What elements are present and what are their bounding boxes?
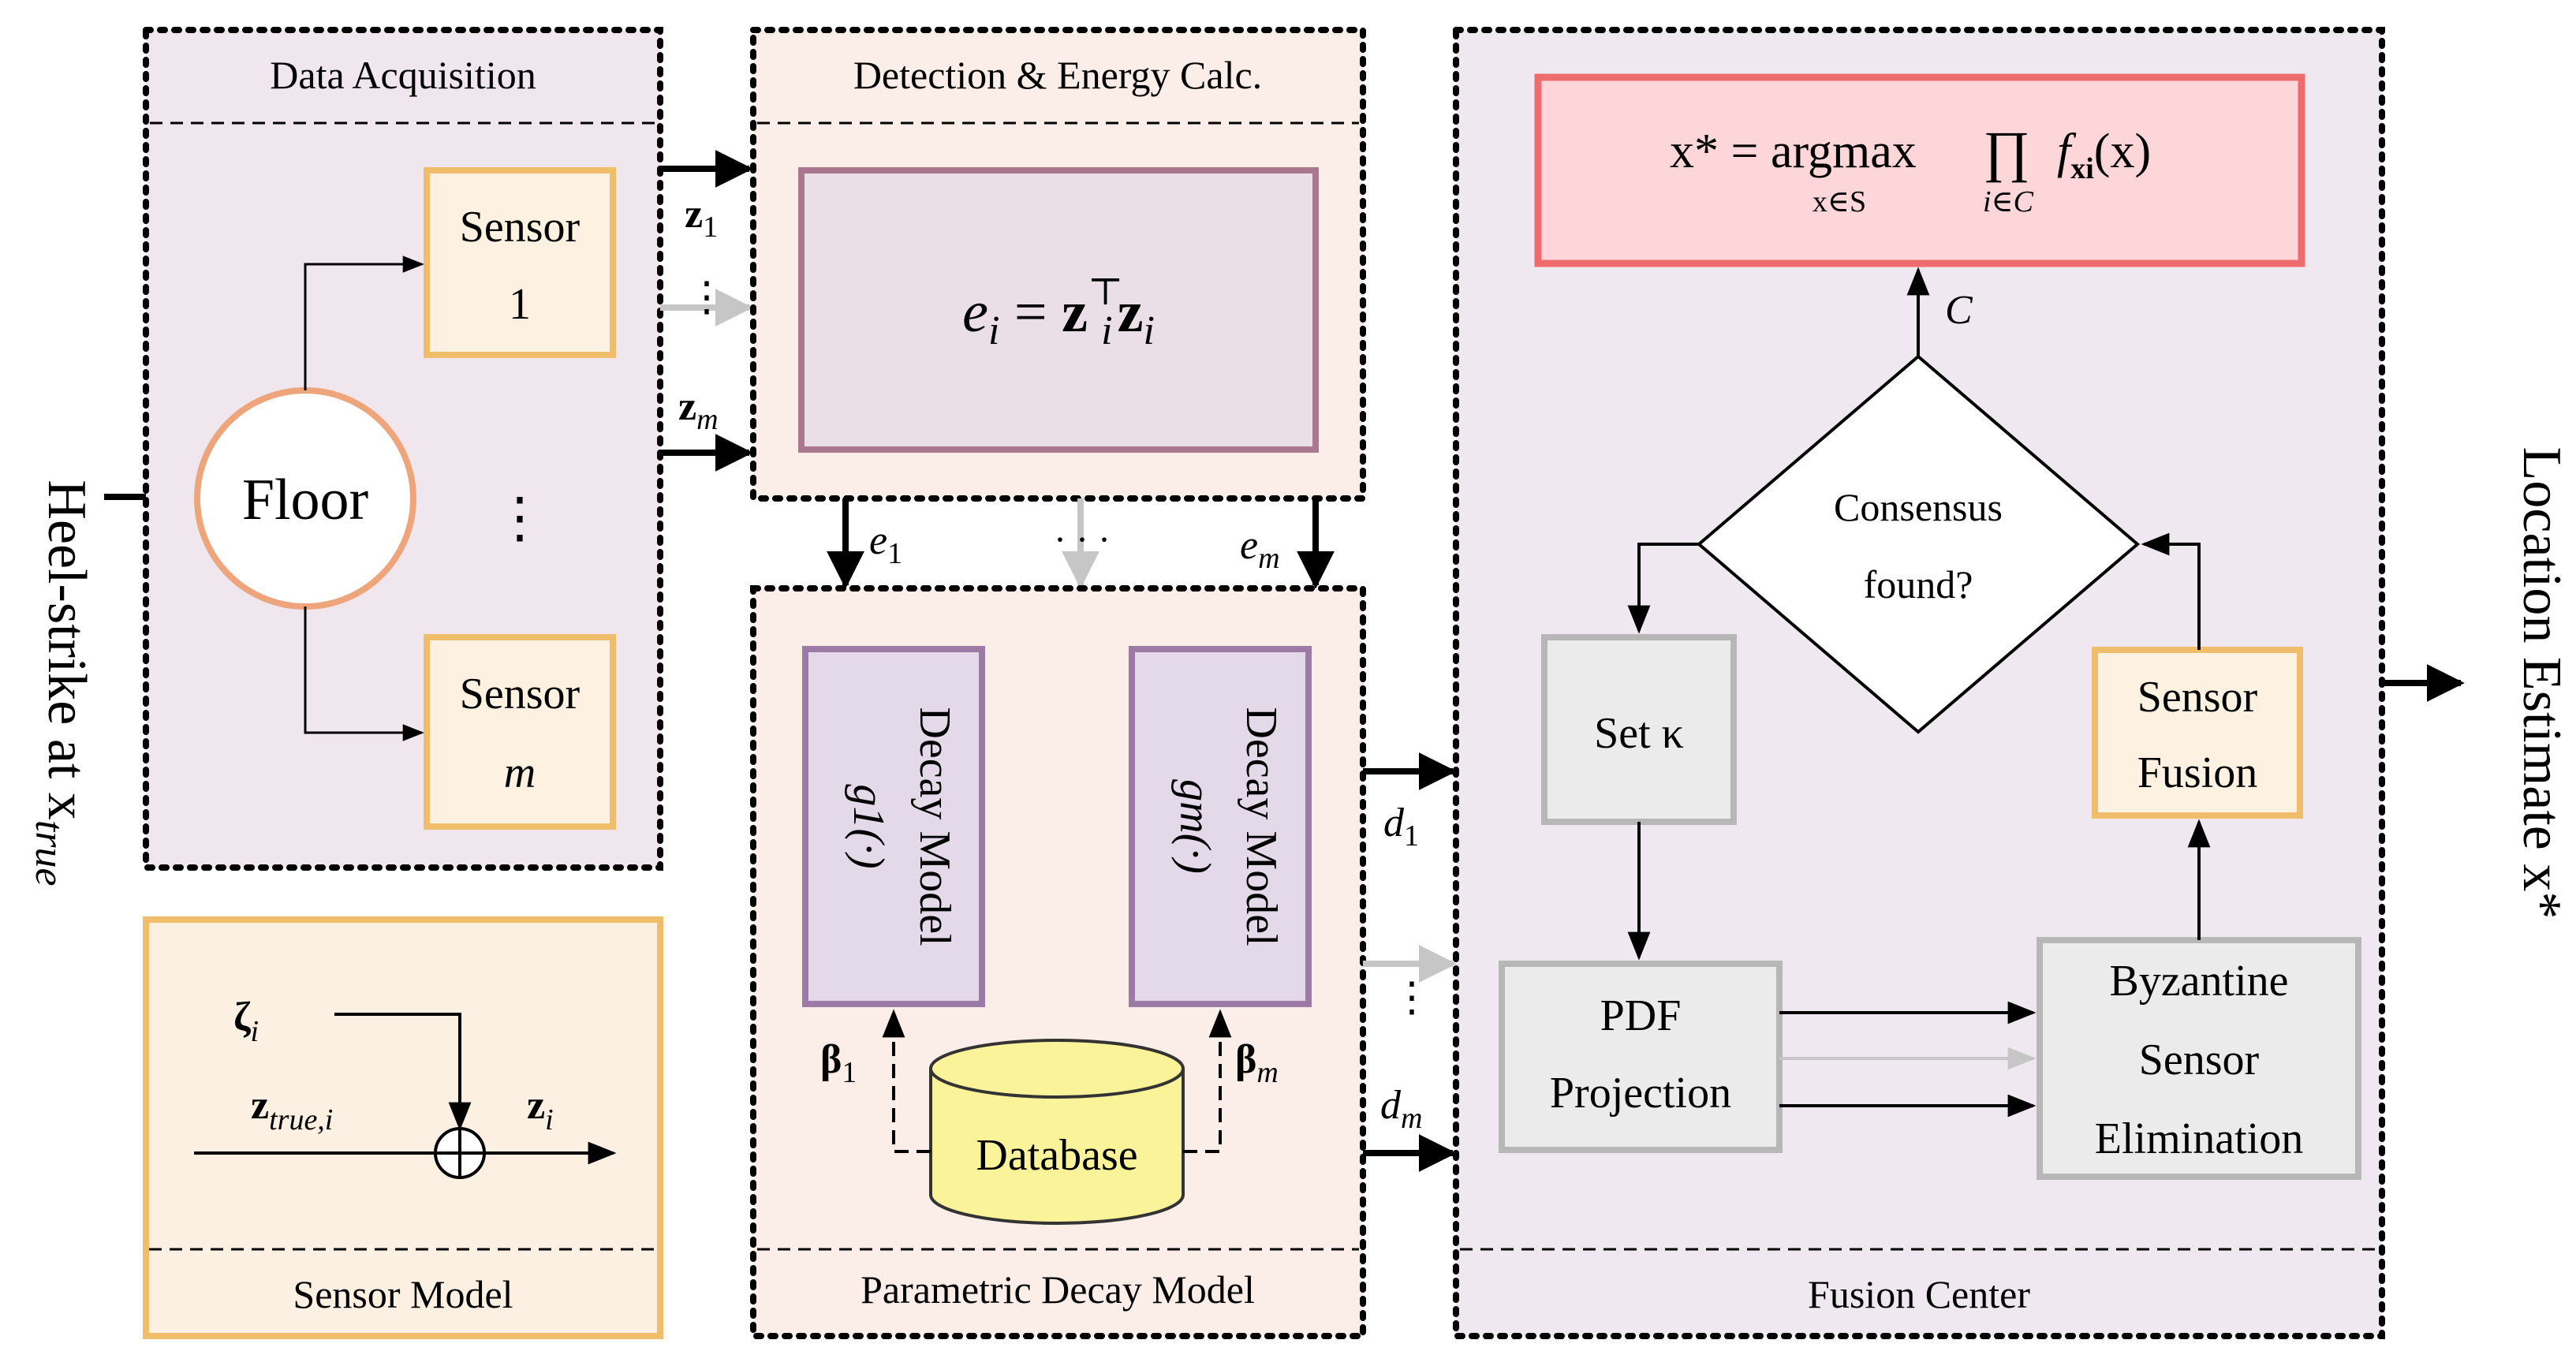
set-kappa-label: Set κ bbox=[1594, 709, 1684, 758]
sensor-fusion-line1: Sensor bbox=[2137, 673, 2258, 722]
beta-1-label: β1 bbox=[820, 1037, 857, 1089]
argmax-under: x∈S bbox=[1813, 185, 1866, 218]
byzantine-block bbox=[2037, 937, 2361, 1180]
argmax-lhs: x* = argmax bbox=[1670, 125, 1917, 178]
consensus-label-line2: found? bbox=[1864, 562, 1973, 606]
dm-label: dm bbox=[1380, 1083, 1422, 1135]
decay-model-m-func: gm(·) bbox=[1170, 779, 1219, 874]
argmax-block bbox=[1534, 73, 2305, 267]
decay-model-m-text: Decay Model gm(·) bbox=[1170, 707, 1286, 946]
data-acquisition-panel: Data Acquisition Floor Sensor 1 Sensor m… bbox=[143, 27, 663, 871]
argmax-prod-under: i∈C bbox=[1983, 185, 2034, 218]
fusion-title: Fusion Center bbox=[1808, 1272, 2030, 1316]
z-true-label: ztrue,i bbox=[251, 1083, 333, 1136]
z-i-label: zi bbox=[527, 1083, 554, 1136]
decay-model-1-block bbox=[802, 646, 985, 1007]
floor-to-sensor-1-arrow bbox=[304, 256, 424, 390]
z1-label: z1 bbox=[685, 192, 718, 244]
consensus-diamond bbox=[1696, 354, 2141, 734]
byzantine-line3: Elimination bbox=[2095, 1114, 2303, 1163]
e1-label: e1 bbox=[869, 518, 902, 570]
floor-to-sensor-m-arrow bbox=[304, 606, 424, 741]
data-acquisition-title: Data Acquisition bbox=[270, 53, 536, 97]
decay-title: Parametric Decay Model bbox=[861, 1267, 1255, 1312]
beta-1-arrow bbox=[882, 1009, 931, 1153]
detection-panel: Detection & Energy Calc. ei = z⊤izi bbox=[750, 27, 1366, 502]
em-label: em bbox=[1240, 523, 1280, 575]
sensor-ellipsis: ⋮ bbox=[492, 488, 547, 549]
input-side-label: Heel-strike at xtrue bbox=[27, 480, 97, 886]
sensor-model-frame bbox=[143, 916, 663, 1339]
pdf-projection-line2: Projection bbox=[1550, 1069, 1731, 1118]
sensor-1-label: Sensor bbox=[460, 203, 581, 252]
decay-model-1-func: g1(·) bbox=[844, 784, 893, 868]
sensor-1-index: 1 bbox=[509, 280, 531, 329]
c-label: C bbox=[1945, 288, 1973, 333]
fusion-panel: Fusion Center x* = argmax x∈S ∏ i∈C fxi(… bbox=[1453, 27, 2385, 1339]
sensor-m-block bbox=[424, 634, 616, 830]
decay-model-m-label: Decay Model bbox=[1237, 707, 1286, 946]
z-dots-label: ⋮ bbox=[686, 275, 727, 320]
argmax-rhs: fxi(x) bbox=[2057, 125, 2151, 185]
output-side-label: Location Estimate x* bbox=[2511, 447, 2572, 920]
decay-model-1-label: Decay Model bbox=[910, 707, 959, 946]
database-label: Database bbox=[976, 1131, 1137, 1180]
byzantine-line1: Byzantine bbox=[2109, 957, 2288, 1006]
fusion-to-consensus-arrow bbox=[2141, 532, 2201, 650]
energy-equation: ei = z⊤izi bbox=[962, 271, 1155, 353]
argmax-prod: ∏ bbox=[1983, 120, 2029, 183]
energy-block bbox=[798, 167, 1319, 453]
decay-model-1-text: Decay Model g1(·) bbox=[844, 707, 959, 946]
d-dots-label: ⋮ bbox=[1391, 976, 1432, 1021]
zeta-label: ζi bbox=[233, 995, 259, 1048]
consensus-label-line1: Consensus bbox=[1834, 485, 2003, 529]
e-dots-label: · · · bbox=[1054, 519, 1111, 561]
d1-label: d1 bbox=[1383, 801, 1419, 853]
sensor-1-block bbox=[424, 167, 616, 358]
sensor-m-index: m bbox=[504, 748, 536, 797]
output-side-text: Location Estimate x* bbox=[2511, 447, 2572, 920]
sensor-model-title: Sensor Model bbox=[293, 1272, 513, 1316]
detection-title: Detection & Energy Calc. bbox=[853, 53, 1262, 97]
sensor-model-panel: Sensor Model ζi ztrue,i zi bbox=[143, 916, 663, 1339]
floor-label: Floor bbox=[242, 468, 368, 532]
noise-arrow bbox=[334, 1013, 472, 1131]
zm-label: zm bbox=[678, 384, 719, 436]
beta-m-arrow bbox=[1183, 1009, 1232, 1153]
sensor-fusion-line2: Fusion bbox=[2137, 748, 2258, 797]
sensor-m-label: Sensor bbox=[460, 670, 581, 718]
byzantine-line2: Sensor bbox=[2139, 1036, 2260, 1084]
database-cylinder bbox=[929, 1039, 1185, 1225]
input-side-text: Heel-strike at xtrue bbox=[27, 480, 97, 886]
decay-model-m-block bbox=[1129, 646, 1312, 1007]
beta-m-label: βm bbox=[1235, 1037, 1279, 1089]
decay-panel: Parametric Decay Model Decay Model g1(·)… bbox=[750, 585, 1366, 1339]
pdf-projection-line1: PDF bbox=[1600, 991, 1682, 1040]
consensus-no-arrow bbox=[1627, 543, 1699, 634]
